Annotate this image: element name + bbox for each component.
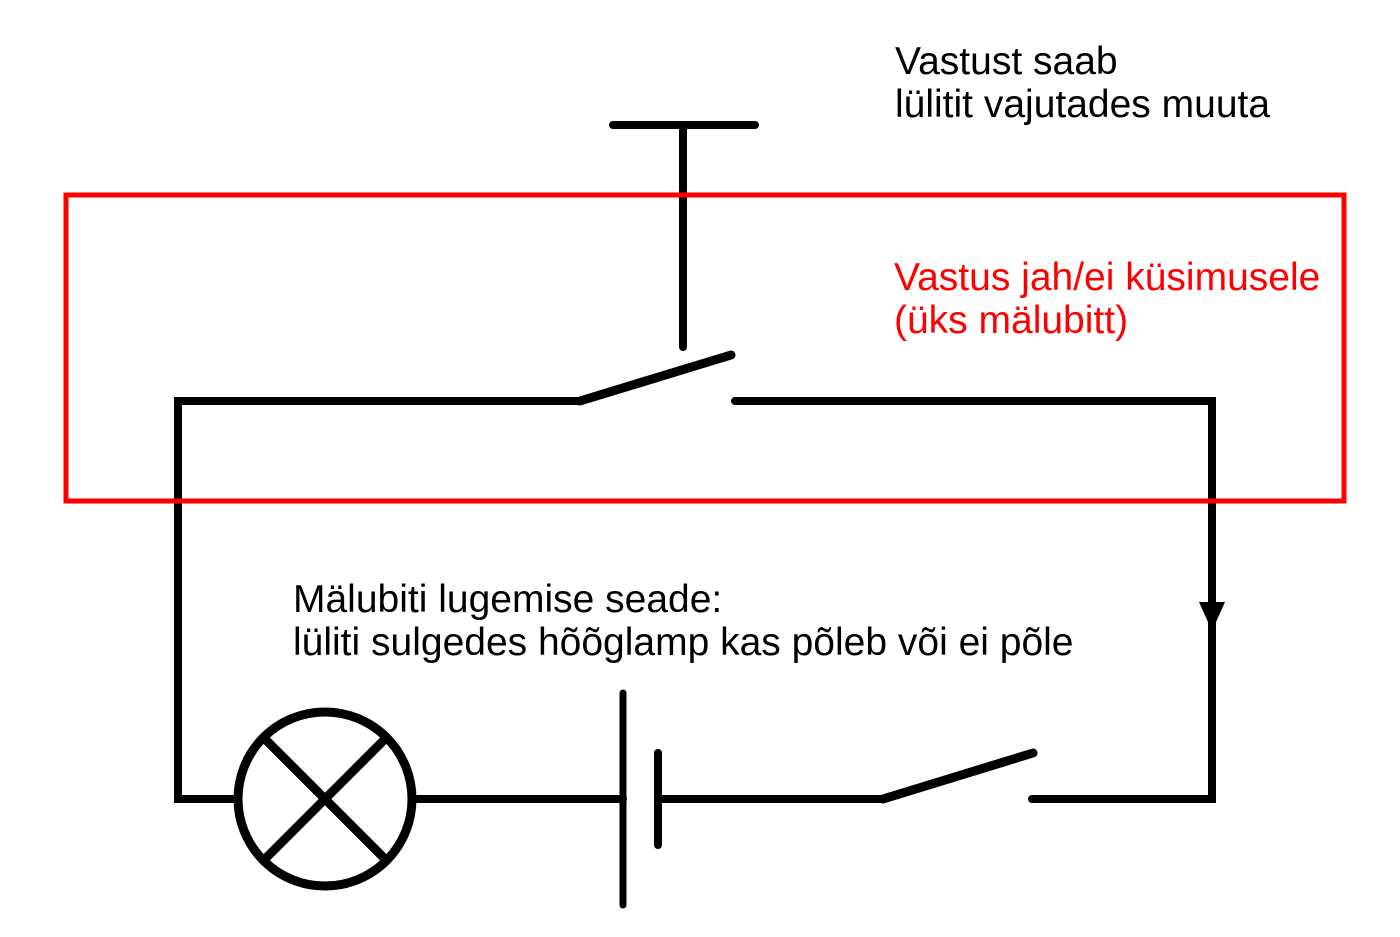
current-arrow-icon	[1199, 602, 1225, 631]
reader-note-line-1: Mälubiti lugemise seade:	[293, 578, 723, 621]
memory-bit-highlight-box	[63, 192, 1347, 504]
wire-right-loop	[731, 397, 1216, 803]
top-note: Vastust saab lülitit vajutades muuta	[895, 40, 1270, 126]
highlight-note-line-1: Vastus jah/ei küsimusele	[894, 256, 1321, 299]
wire-left-loop	[174, 397, 584, 803]
read-switch-lever-icon	[878, 748, 1038, 804]
highlight-note-line-2: (üks mälubitt)	[894, 299, 1129, 342]
top-note-line-2: lülitit vajutades muuta	[895, 83, 1271, 126]
lamp-cross-icon	[259, 733, 391, 865]
highlight-note: Vastus jah/ei küsimusele (üks mälubitt)	[894, 256, 1320, 342]
pushbutton-actuator-icon	[609, 121, 759, 351]
reader-note-line-2: lüliti sulgedes hõõglamp kas põleb või e…	[293, 621, 1074, 664]
memory-switch-lever-icon	[575, 350, 736, 406]
reader-note: Mälubiti lugemise seade: lüliti sulgedes…	[293, 578, 1074, 664]
top-note-line-1: Vastust saab	[895, 40, 1118, 83]
